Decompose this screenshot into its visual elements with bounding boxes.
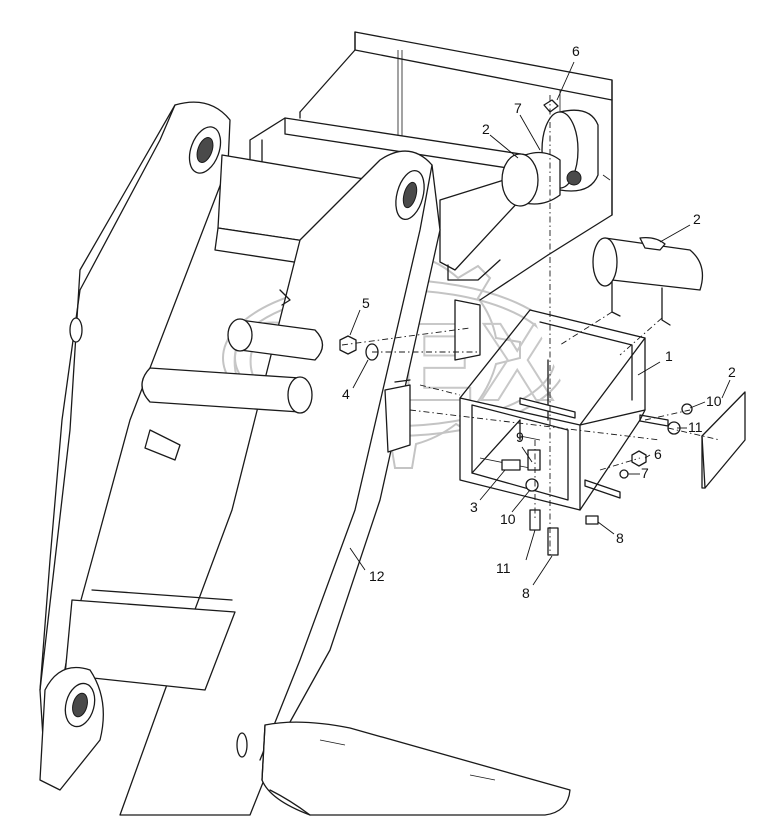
callout-6-right: 6 — [654, 446, 662, 462]
base-plate — [236, 721, 571, 816]
callout-3: 3 — [470, 499, 478, 515]
callout-8-right: 8 — [616, 530, 624, 546]
leader-lines — [349, 61, 731, 586]
callout-4: 4 — [342, 386, 350, 402]
callout-2-right: 2 — [728, 364, 736, 380]
callout-2-tank: 2 — [693, 211, 701, 227]
callout-10-right: 10 — [706, 393, 722, 409]
callout-7-right: 7 — [641, 465, 649, 481]
valve-assembly — [501, 99, 611, 207]
alignment-lines — [341, 95, 721, 555]
callout-7-top: 7 — [514, 100, 522, 116]
callout-1: 1 — [665, 348, 673, 364]
callout-11-right: 11 — [688, 419, 703, 435]
callout-6-top: 6 — [572, 43, 580, 59]
callout-labels: 6 7 2 2 5 4 1 2 10 11 6 7 9 3 10 8 11 8 … — [342, 43, 736, 601]
callout-12: 12 — [369, 568, 385, 584]
callout-11-low: 11 — [496, 560, 511, 576]
tank — [592, 236, 704, 326]
callout-2-top: 2 — [482, 121, 490, 137]
callout-9: 9 — [516, 429, 524, 445]
callout-10-low: 10 — [500, 511, 516, 527]
boom-frame — [39, 101, 441, 816]
brackets-left — [384, 299, 481, 453]
hardware — [339, 335, 746, 556]
callout-8-low: 8 — [522, 585, 530, 601]
callout-5: 5 — [362, 295, 370, 311]
